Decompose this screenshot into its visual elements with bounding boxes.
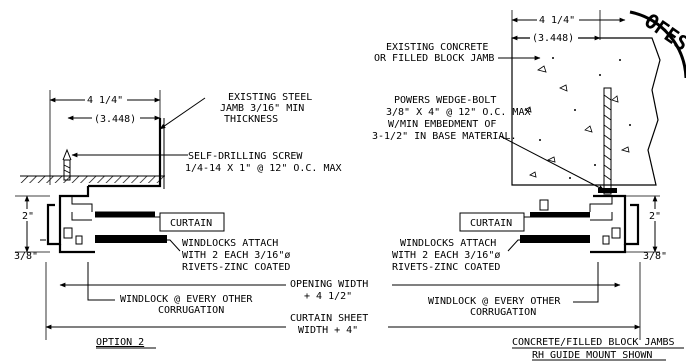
right-dim-decimal: (3.448) (532, 33, 574, 44)
left-detail: 4 1/4" (3.448) (14, 90, 342, 349)
right-note-concrete-2: OR FILLED BLOCK JAMB (374, 53, 494, 64)
curtain-sheet-2: WIDTH + 4" (298, 325, 358, 336)
right-dim-bottom: 3/8" (643, 251, 667, 262)
right-note-windlocks-1: WINDLOCKS ATTACH (400, 238, 496, 249)
left-curtain-box (159, 212, 225, 232)
left-note-windlocks-1: WINDLOCKS ATTACH (182, 238, 278, 249)
right-detail: 4 1/4" (3.448) OFES CURTAIN (372, 8, 686, 361)
right-note-bolt-3: W/MIN EMBEDMENT OF (388, 119, 496, 130)
left-note-corr-1: WINDLOCK @ EVERY OTHER (120, 294, 253, 305)
right-side-dimensions: 2" 3/8" (625, 195, 667, 340)
wedge-bolt (598, 87, 617, 195)
right-note-corr-1: WINDLOCK @ EVERY OTHER (428, 296, 561, 307)
left-steel-jamb (20, 118, 165, 189)
left-curtain-label: CURTAIN (170, 218, 212, 229)
right-notes: EXISTING CONCRETE OR FILLED BLOCK JAMB P… (372, 42, 684, 361)
concrete-aggregate (524, 57, 631, 179)
right-dim-side: 2" (649, 211, 661, 222)
right-dim-fraction: 4 1/4" (539, 15, 575, 26)
right-curtain-label: CURTAIN (470, 218, 512, 229)
right-note-bolt-1: POWERS WEDGE-BOLT (394, 95, 496, 106)
left-note-screw-1: SELF-DRILLING SCREW (188, 151, 303, 162)
center-dimensions: OPENING WIDTH + 4 1/2" CURTAIN SHEET WID… (45, 276, 641, 337)
right-note-windlocks-2: WITH 2 EACH 3/16"ø (392, 250, 500, 261)
left-note-windlocks-2: WITH 2 EACH 3/16"ø (182, 250, 290, 261)
right-note-windlocks-3: RIVETS-ZINC COATED (392, 262, 500, 273)
right-note-concrete-1: EXISTING CONCRETE (386, 42, 488, 53)
right-title-1: CONCRETE/FILLED BLOCK JAMBS (512, 337, 675, 348)
left-dim-bottom: 3/8" (14, 251, 38, 262)
right-curtain-box (459, 212, 525, 232)
left-note-windlocks-3: RIVETS-ZINC COATED (182, 262, 290, 273)
right-concrete-jamb (511, 37, 661, 186)
left-note-steel-2: JAMB 3/16" MIN (220, 103, 304, 114)
left-dim-fraction: 4 1/4" (87, 95, 123, 106)
right-note-corr-2: CORRUGATION (470, 307, 536, 318)
left-note-screw-2: 1/4-14 X 1" @ 12" O.C. MAX (185, 163, 342, 174)
right-title-2: RH GUIDE MOUNT SHOWN (532, 350, 652, 361)
right-top-dimension: 4 1/4" (3.448) (511, 10, 626, 44)
left-notes: EXISTING STEEL JAMB 3/16" MIN THICKNESS … (71, 92, 342, 349)
left-note-corr-2: CORRUGATION (158, 305, 224, 316)
left-top-dimension: 4 1/4" (3.448) (49, 90, 161, 185)
left-dim-side: 2" (22, 211, 34, 222)
curtain-sheet-1: CURTAIN SHEET (290, 313, 368, 324)
opening-width-1: OPENING WIDTH (290, 279, 368, 290)
right-note-bolt-2: 3/8" X 4" @ 12" O.C. MAX (386, 107, 531, 118)
opening-width-2: + 4 1/2" (304, 291, 352, 302)
left-note-steel-3: THICKNESS (224, 114, 278, 125)
left-dim-decimal: (3.448) (94, 114, 136, 125)
right-note-bolt-4: 3-1/2" IN BASE MATERIAL. (372, 131, 517, 142)
left-note-steel-1: EXISTING STEEL (228, 92, 312, 103)
left-option-title: OPTION 2 (96, 337, 144, 348)
left-side-dimensions: 2" 3/8" (14, 195, 50, 340)
